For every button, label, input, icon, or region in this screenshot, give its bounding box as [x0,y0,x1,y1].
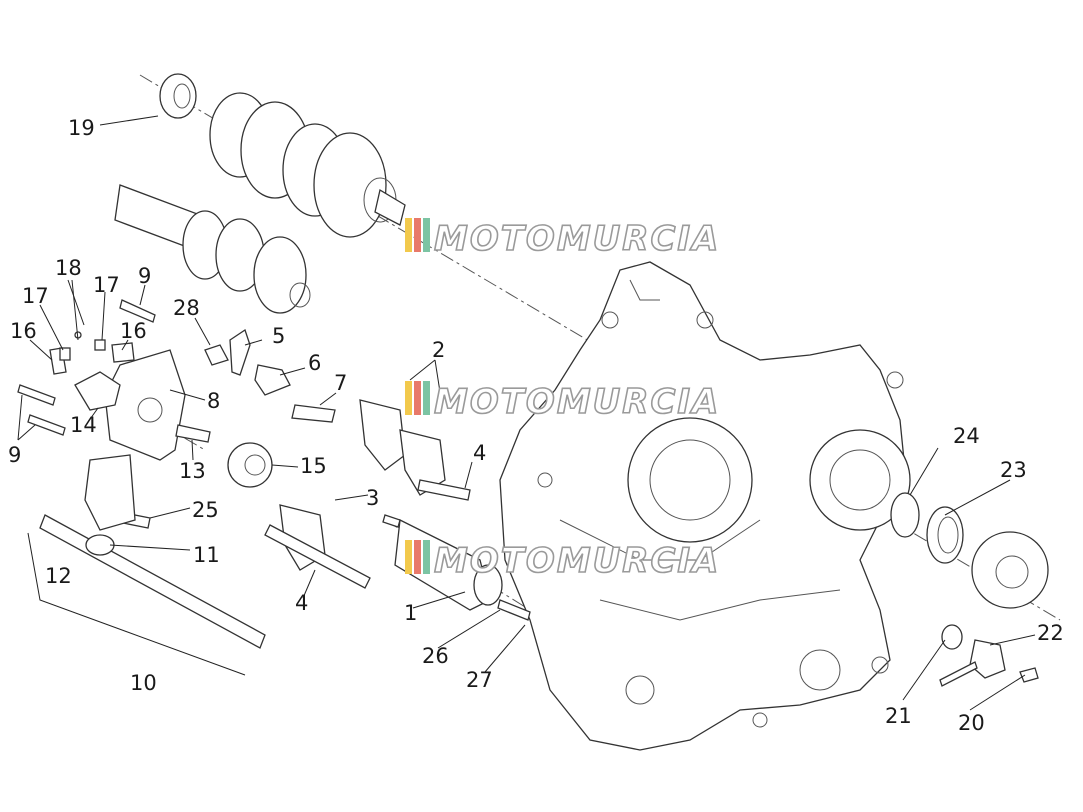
selector-parts [17,299,336,529]
callout-16: 16 [10,319,37,343]
leader-lines [17,115,1036,711]
callout-13: 13 [179,459,206,483]
callout-labels: 19 18 17 9 17 16 16 28 5 6 7 8 14 9 13 1… [8,116,1064,735]
callout-4: 4 [295,591,308,615]
callout-18: 18 [55,256,82,280]
callout-6: 6 [308,351,321,375]
crankcase [499,261,911,751]
callout-15: 15 [300,454,327,478]
callout-2: 2 [432,338,445,362]
watermark-text: MOTOMURCIA [434,382,720,422]
watermark-stripe-yellow [405,540,412,574]
watermark-stripe-red [414,540,421,574]
callout-16: 16 [120,319,147,343]
watermark-stripe-yellow [405,218,412,252]
callout-11: 11 [193,543,220,567]
callout-24: 24 [953,424,980,448]
callout-1: 1 [404,601,417,625]
callout-9: 9 [138,264,151,288]
callout-26: 26 [422,644,449,668]
shift-forks [264,399,471,589]
shift-shaft [39,454,266,649]
watermark-stripe-green [423,540,430,574]
callout-28: 28 [173,296,200,320]
callout-7: 7 [334,371,347,395]
watermark-1: MOTOMURCIA [405,218,720,260]
watermark-text: MOTOMURCIA [434,541,720,581]
watermark-stripe-green [423,218,430,252]
callout-14: 14 [70,413,97,437]
watermark-stripe-red [414,218,421,252]
callout-25: 25 [192,498,219,522]
callout-20: 20 [958,711,985,735]
callout-21: 21 [885,704,912,728]
callout-17: 17 [22,284,49,308]
callout-23: 23 [1000,458,1027,482]
callout-19: 19 [68,116,95,140]
watermark-text: MOTOMURCIA [434,219,720,259]
upper-gear-cluster [209,92,406,238]
watermark-3: MOTOMURCIA [405,540,720,582]
lower-gear-cluster [114,184,311,314]
callout-10: 10 [130,671,157,695]
callout-22: 22 [1037,621,1064,645]
callout-9: 9 [8,443,21,467]
callout-12: 12 [45,564,72,588]
seal-19 [159,73,197,119]
callout-17: 17 [93,273,120,297]
callout-3: 3 [366,486,379,510]
watermark-stripe-red [414,381,421,415]
callout-8: 8 [207,389,220,413]
watermark-stripe-yellow [405,381,412,415]
callout-4: 4 [473,441,486,465]
callout-27: 27 [466,668,493,692]
watermark-stripe-green [423,381,430,415]
callout-5: 5 [272,324,285,348]
sprocket-assembly [890,492,1049,687]
watermark-2: MOTOMURCIA [405,381,720,423]
